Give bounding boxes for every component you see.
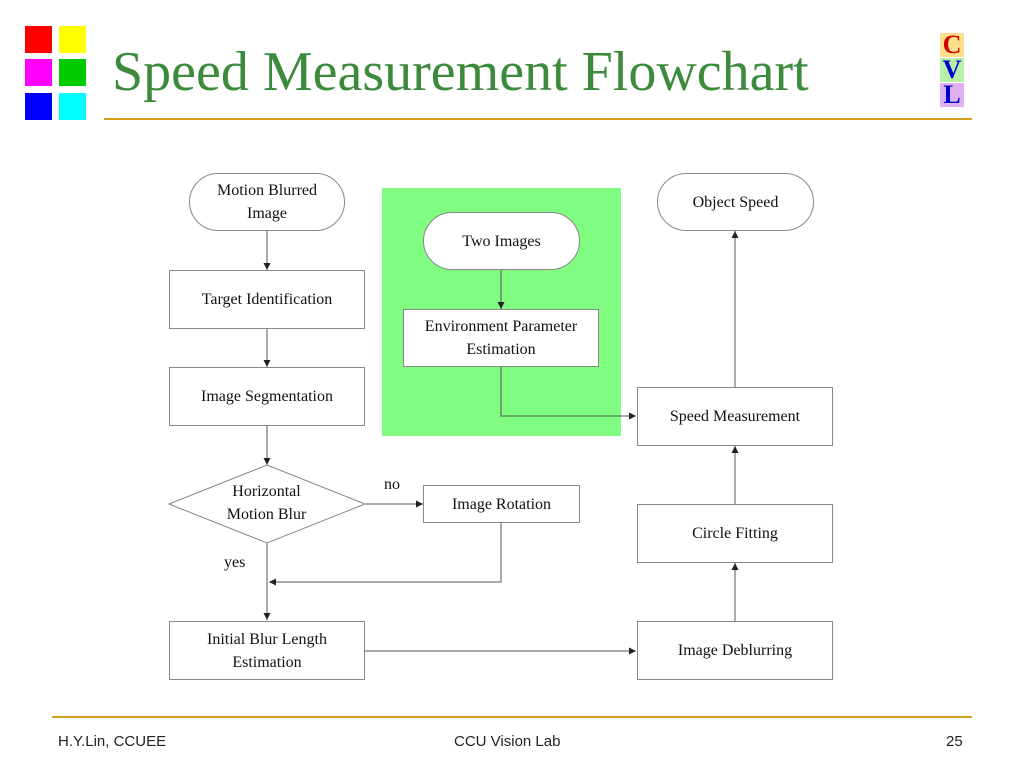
color-square-blue	[25, 93, 52, 120]
logo-letter-c: C	[940, 32, 964, 58]
image-deblurring-node: Image Deblurring	[637, 621, 833, 680]
cvl-logo: C V L	[940, 32, 970, 108]
footer-divider	[52, 716, 972, 718]
color-square-green	[59, 59, 86, 86]
arrow-env-to-speed	[500, 367, 636, 420]
two-images-node: Two Images	[423, 212, 580, 270]
circle-fitting-node: Circle Fitting	[637, 504, 833, 563]
image-segmentation-node: Image Segmentation	[169, 367, 365, 426]
slide-title: Speed Measurement Flowchart	[112, 41, 809, 103]
color-square-yellow	[59, 26, 86, 53]
logo-letter-l: L	[940, 82, 964, 108]
footer-lab: CCU Vision Lab	[454, 733, 561, 750]
title-divider	[104, 118, 972, 120]
footer-author: H.Y.Lin, CCUEE	[58, 733, 167, 750]
label-yes: yes	[224, 554, 246, 571]
object-speed-node: Object Speed	[657, 173, 814, 231]
speed-measurement-node: Speed Measurement	[637, 387, 833, 446]
image-rotation-node: Image Rotation	[423, 485, 580, 523]
page-number: 25	[946, 733, 963, 750]
color-square-cyan	[59, 93, 86, 120]
label-no: no	[384, 476, 400, 493]
decision-diamond	[167, 464, 367, 544]
logo-letter-v: V	[940, 57, 964, 83]
target-identification-node: Target Identification	[169, 270, 365, 329]
color-square-red	[25, 26, 52, 53]
color-square-magenta	[25, 59, 52, 86]
arrow-rotation-to-merge	[269, 523, 502, 586]
